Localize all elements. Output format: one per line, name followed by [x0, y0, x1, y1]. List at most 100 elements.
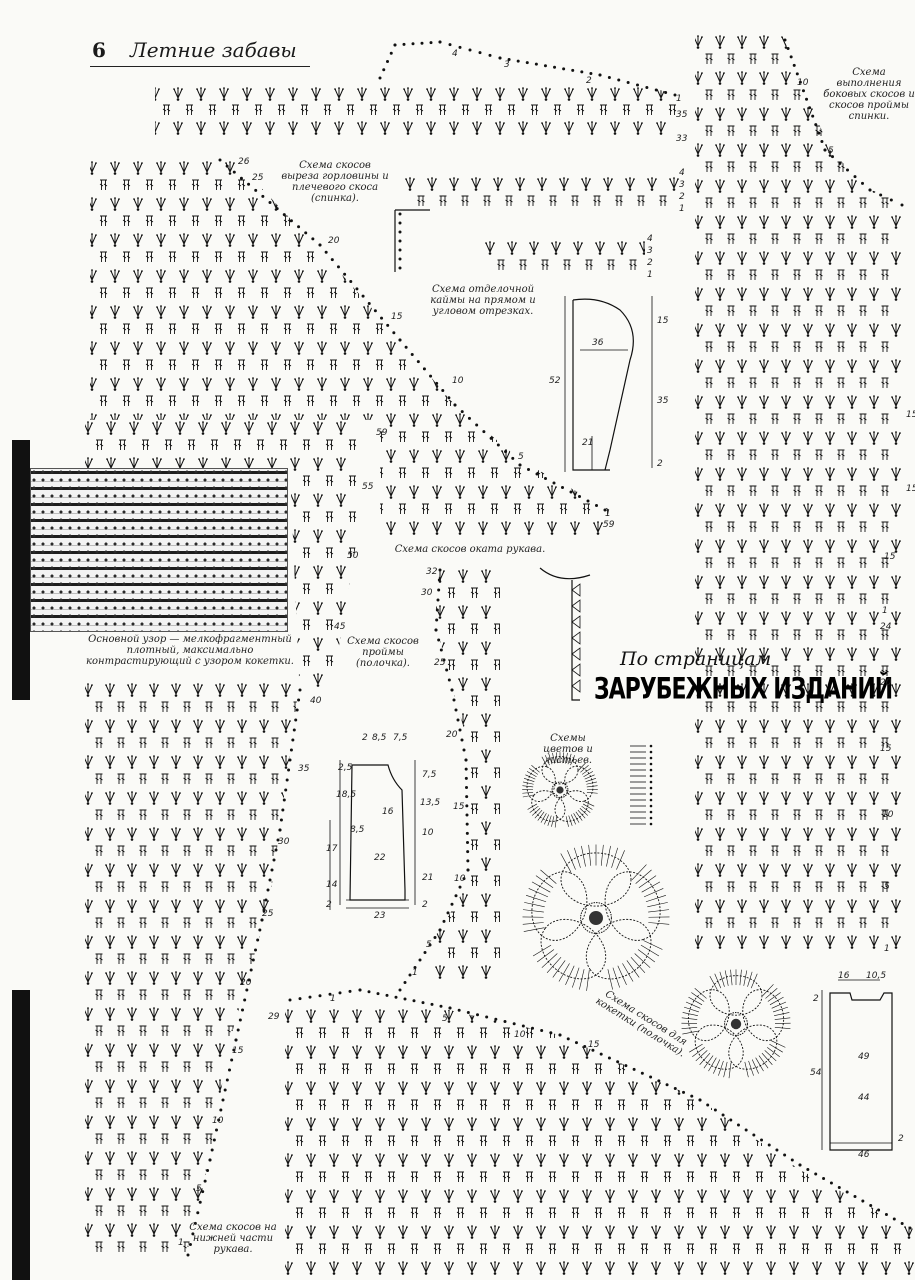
back-dim-right: 2: [898, 1134, 904, 1144]
front-dim-top-2: 8,5: [372, 733, 387, 743]
stitch-photo: [30, 468, 288, 632]
row-number: 25: [434, 658, 446, 668]
row-number: 20: [328, 236, 340, 246]
row-number: 15: [880, 744, 892, 754]
front-dim-inner-3: 22: [374, 853, 386, 863]
front-dim-inner-2: 8,5: [350, 825, 365, 835]
back-dim-top-2: 10,5: [866, 971, 887, 981]
row-number: 1: [679, 204, 685, 214]
sleeve-dim-left: 52: [549, 376, 561, 386]
row-number: 5: [884, 882, 890, 892]
row-number: 2: [586, 76, 592, 86]
row-number: 1: [647, 270, 653, 280]
row-number: 1: [330, 994, 336, 1004]
row-number: 10: [212, 1116, 224, 1126]
front-dim-left-1: 2,5: [338, 763, 353, 773]
row-number: 3: [679, 180, 685, 190]
row-number: 24: [880, 622, 892, 632]
back-dim-inner-2: 44: [858, 1093, 870, 1103]
row-number: 4: [679, 168, 685, 178]
caption-main-pattern: Основной узор — мелкофрагментный плотный…: [86, 634, 294, 667]
row-number: 35: [676, 110, 688, 120]
row-number: 15: [232, 1046, 244, 1056]
front-dim-right-4: 21: [422, 873, 434, 883]
back-dim-left-2: 54: [810, 1068, 822, 1078]
row-number: 59: [376, 428, 388, 438]
margin-bar-1: [12, 440, 30, 700]
row-number: 25: [252, 173, 264, 183]
row-number: 29: [268, 1012, 280, 1022]
magazine-title: Летние забавы: [130, 38, 297, 62]
sleeve-dim-bottom: 21: [582, 438, 594, 448]
row-number: 1: [882, 606, 888, 616]
row-number: 32: [426, 567, 438, 577]
row-number: 10: [882, 810, 894, 820]
row-number: 1: [884, 944, 890, 954]
row-number: 5: [196, 1184, 202, 1194]
row-number: 35: [298, 764, 310, 774]
row-number: 45: [334, 622, 346, 632]
banner-line1: По страницам: [620, 648, 772, 670]
row-number: 20: [880, 678, 892, 688]
row-number: 30: [278, 837, 290, 847]
page-number: 6: [92, 38, 106, 62]
sleeve-dim-top: 36: [592, 338, 604, 348]
back-dim-left-1: 2: [813, 994, 819, 1004]
row-number: 15: [391, 312, 403, 322]
row-number: 50: [347, 551, 359, 561]
front-dim-left-3: 17: [326, 844, 338, 854]
row-number: 2: [679, 192, 685, 202]
front-dim-left-2: 18,5: [336, 790, 357, 800]
caption-flowers: Схемы цветов и листьев.: [543, 733, 593, 766]
front-dim-inner-1: 16: [382, 807, 394, 817]
caption-sleeve-cap: Схема скосов оката рукава.: [394, 544, 546, 555]
row-number: 40: [310, 696, 322, 706]
row-number: 4: [647, 234, 653, 244]
row-number: 30: [421, 588, 433, 598]
row-number: 25: [262, 909, 274, 919]
front-dim-right-1: 7,5: [422, 770, 437, 780]
sleeve-dim-right-top: 15: [657, 316, 669, 326]
front-dim-bottom: 23: [374, 911, 386, 921]
front-dim-right-3: 10: [422, 828, 434, 838]
front-dim-left-4: 14: [326, 880, 338, 890]
row-number: 1: [412, 968, 418, 978]
row-number: 15: [884, 552, 896, 562]
sleeve-dim-bottom-right: 2: [657, 459, 663, 469]
row-number: 20: [240, 978, 252, 988]
row-number: 2: [647, 258, 653, 268]
front-dim-top-1: 2: [362, 733, 368, 743]
caption-side-armhole: Схема выполнения боковых скосов и скосов…: [823, 67, 915, 122]
row-number: 33: [676, 134, 688, 144]
row-number: 5: [426, 940, 432, 950]
row-number: 55: [362, 482, 374, 492]
row-number: 1: [676, 94, 682, 104]
row-number: 1: [605, 509, 611, 519]
row-number: 5: [518, 452, 524, 462]
row-number: 10: [452, 376, 464, 386]
margin-bar-2: [12, 990, 30, 1280]
caption-trim: Схема отделочной каймы на прямом и углов…: [430, 284, 536, 317]
row-number: 59: [603, 520, 615, 530]
front-dim-left-5: 2: [326, 900, 332, 910]
row-number: 26: [238, 157, 250, 167]
row-number: 15: [906, 410, 915, 420]
back-dim-inner-1: 49: [858, 1052, 870, 1062]
row-number: 10: [797, 78, 809, 88]
front-dim-right-2: 13,5: [420, 798, 441, 808]
row-number: 5: [828, 146, 834, 156]
banner-line2: ЗАРУБЕЖНЫХ ИЗДАНИЙ: [594, 673, 893, 707]
front-dim-right-5: 2: [422, 900, 428, 910]
row-number: 10: [454, 874, 466, 884]
header-rule: [90, 66, 310, 67]
row-number: 3: [504, 60, 510, 70]
back-dim-top-1: 16: [838, 971, 850, 981]
row-number: 10: [514, 1030, 526, 1040]
row-number: 3: [647, 246, 653, 256]
front-dim-top-3: 7,5: [393, 733, 408, 743]
back-dim-bottom: 46: [858, 1150, 870, 1160]
row-number: 1: [178, 1238, 184, 1248]
row-number: 5: [442, 1014, 448, 1024]
sleeve-dim-right-mid: 35: [657, 396, 669, 406]
